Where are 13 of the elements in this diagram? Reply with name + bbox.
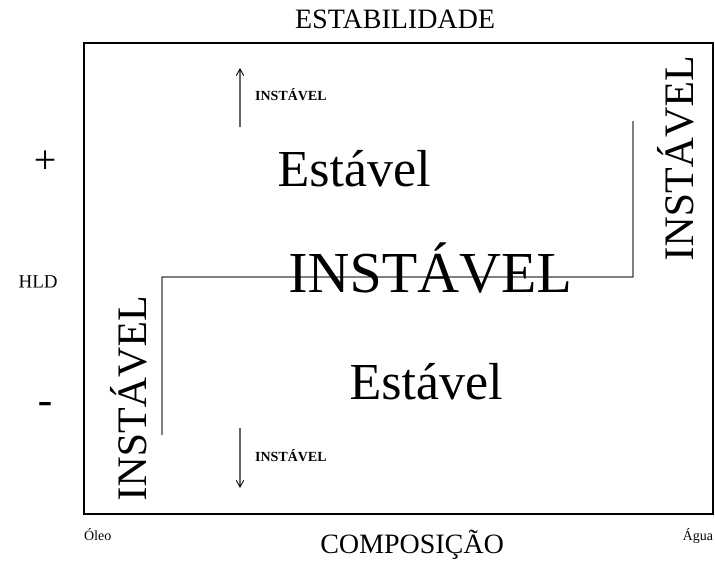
chart-title: ESTABILIDADE <box>295 6 495 34</box>
region-label: INSTÁVEL <box>112 295 154 501</box>
region-label: INSTÁVEL <box>255 90 327 104</box>
axis-sign: + <box>34 140 56 180</box>
region-label: Estável <box>349 357 503 409</box>
axis-label: HLD <box>18 272 58 292</box>
axis-sign: - <box>38 378 52 422</box>
axis-end-label: Água <box>682 530 713 544</box>
region-label: INSTÁVEL <box>659 55 701 261</box>
region-label: INSTÁVEL <box>255 451 327 465</box>
axis-end-label: Óleo <box>84 530 112 544</box>
axis-label: COMPOSIÇÃO <box>320 531 504 559</box>
region-label: Estável <box>277 144 431 196</box>
